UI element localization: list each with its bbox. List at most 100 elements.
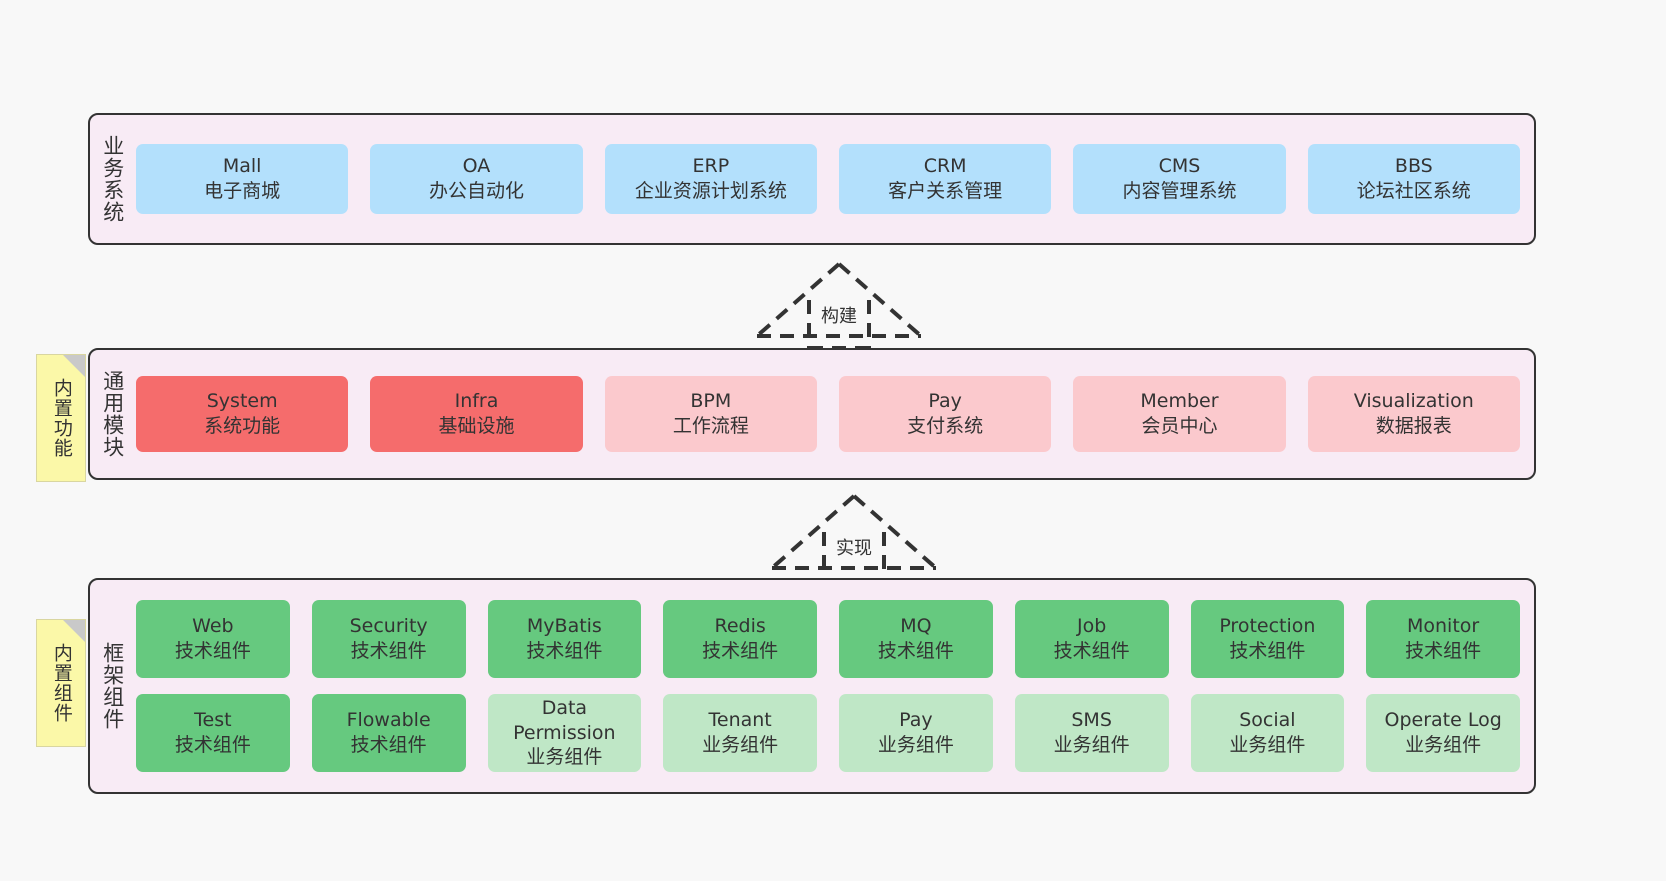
card-mybatis[interactable]: MyBatis 技术组件 (487, 600, 642, 678)
card-pay-module[interactable]: Pay 支付系统 (838, 376, 1052, 452)
card-redis-en: Redis (714, 615, 766, 638)
layer-title-modules: 通用模块 (100, 370, 125, 458)
layer-framework-components: 框架组件 Web 技术组件 Security 技术组件 MyBatis 技术组件… (88, 578, 1536, 794)
card-system[interactable]: System 系统功能 (136, 376, 349, 452)
card-cms-cn: 内容管理系统 (1122, 180, 1237, 202)
card-redis[interactable]: Redis 技术组件 (663, 600, 817, 678)
card-redis-cn: 技术组件 (702, 640, 779, 662)
note-fold-icon (63, 620, 85, 642)
layer-body-business: Mall 电子商城 OA 办公自动化 ERP 企业资源计划系统 CRM 客户关系… (134, 115, 1534, 243)
card-test[interactable]: Test 技术组件 (136, 694, 290, 772)
card-cms-en: CMS (1158, 155, 1201, 178)
card-monitor[interactable]: Monitor 技术组件 (1366, 600, 1520, 678)
card-tenant-en: Tenant (708, 709, 772, 732)
connector-build-label: 构建 (821, 306, 857, 327)
card-flowable-cn: 技术组件 (350, 734, 427, 756)
card-crm-cn: 客户关系管理 (888, 180, 1003, 202)
card-protection-en: Protection (1219, 615, 1316, 638)
layer-body-framework: Web 技术组件 Security 技术组件 MyBatis 技术组件 Redi… (134, 580, 1534, 792)
connector-build: 构建 (753, 258, 925, 350)
note-builtin-functions-label: 内置功能 (50, 378, 73, 458)
card-protection[interactable]: Protection 技术组件 (1190, 600, 1345, 678)
card-protection-cn: 技术组件 (1229, 640, 1306, 662)
card-operate-log-cn: 业务组件 (1405, 734, 1482, 756)
card-infra[interactable]: Infra 基础设施 (370, 376, 583, 452)
card-social[interactable]: Social 业务组件 (1190, 694, 1345, 772)
card-security[interactable]: Security 技术组件 (311, 600, 466, 678)
card-erp[interactable]: ERP 企业资源计划系统 (604, 144, 817, 214)
card-tenant-cn: 业务组件 (702, 734, 779, 756)
card-flowable[interactable]: Flowable 技术组件 (311, 694, 466, 772)
card-operate-log[interactable]: Operate Log 业务组件 (1366, 694, 1520, 772)
card-oa[interactable]: OA 办公自动化 (370, 144, 583, 214)
card-tenant[interactable]: Tenant 业务组件 (663, 694, 817, 772)
card-visualization-en: Visualization (1353, 390, 1474, 413)
card-social-en: Social (1239, 709, 1296, 732)
card-job[interactable]: Job 技术组件 (1014, 600, 1169, 678)
card-pay-module-cn: 支付系统 (907, 415, 984, 437)
card-bpm-cn: 工作流程 (672, 415, 749, 437)
layer-body-modules: System 系统功能 Infra 基础设施 BPM 工作流程 Pay 支付系统… (134, 350, 1534, 478)
card-sms[interactable]: SMS 业务组件 (1014, 694, 1169, 772)
connector-implement: 实现 (768, 490, 940, 582)
card-cms[interactable]: CMS 内容管理系统 (1073, 144, 1286, 214)
card-data-permission-en: Data Permission (513, 696, 616, 744)
card-pay-component-cn: 业务组件 (877, 734, 954, 756)
card-erp-cn: 企业资源计划系统 (634, 180, 787, 202)
card-bbs-en: BBS (1394, 155, 1433, 178)
card-member-cn: 会员中心 (1141, 415, 1218, 437)
card-pay-module-en: Pay (928, 390, 962, 413)
card-mall-en: Mall (222, 155, 262, 178)
connector-implement-label: 实现 (836, 538, 872, 559)
card-bbs[interactable]: BBS 论坛社区系统 (1307, 144, 1520, 214)
card-web[interactable]: Web 技术组件 (136, 600, 290, 678)
card-job-en: Job (1076, 615, 1107, 638)
card-mq-cn: 技术组件 (877, 640, 954, 662)
layer-title-framework: 框架组件 (100, 642, 125, 730)
card-member[interactable]: Member 会员中心 (1073, 376, 1286, 452)
card-infra-en: Infra (454, 390, 499, 413)
card-mybatis-en: MyBatis (526, 615, 602, 638)
card-data-permission[interactable]: Data Permission 业务组件 (487, 694, 642, 772)
card-operate-log-en: Operate Log (1384, 709, 1502, 732)
layer-business-systems: 业务系统 Mall 电子商城 OA 办公自动化 ERP 企业资源计划系统 CRM… (88, 113, 1536, 245)
card-mall[interactable]: Mall 电子商城 (136, 144, 349, 214)
modules-row: System 系统功能 Infra 基础设施 BPM 工作流程 Pay 支付系统… (136, 376, 1520, 452)
card-security-en: Security (349, 615, 428, 638)
card-monitor-en: Monitor (1407, 615, 1480, 638)
card-web-cn: 技术组件 (174, 640, 251, 662)
card-mq[interactable]: MQ 技术组件 (839, 600, 993, 678)
card-social-cn: 业务组件 (1229, 734, 1306, 756)
note-builtin-components: 内置组件 (36, 619, 86, 747)
card-erp-en: ERP (692, 155, 730, 178)
card-sms-en: SMS (1071, 709, 1112, 732)
business-row: Mall 电子商城 OA 办公自动化 ERP 企业资源计划系统 CRM 客户关系… (136, 144, 1520, 214)
card-test-cn: 技术组件 (174, 734, 251, 756)
card-infra-cn: 基础设施 (438, 415, 515, 437)
card-web-en: Web (192, 615, 234, 638)
card-member-en: Member (1140, 390, 1219, 413)
card-system-en: System (206, 390, 278, 413)
card-job-cn: 技术组件 (1053, 640, 1130, 662)
card-monitor-cn: 技术组件 (1405, 640, 1482, 662)
card-bbs-cn: 论坛社区系统 (1356, 180, 1471, 202)
card-oa-en: OA (462, 155, 491, 178)
card-test-en: Test (194, 709, 232, 732)
card-pay-component-en: Pay (899, 709, 933, 732)
framework-row-2: Test 技术组件 Flowable 技术组件 Data Permission … (136, 694, 1520, 772)
card-mybatis-cn: 技术组件 (526, 640, 603, 662)
card-flowable-en: Flowable (346, 709, 431, 732)
note-builtin-functions: 内置功能 (36, 354, 86, 482)
layer-title-business: 业务系统 (100, 135, 125, 223)
card-crm[interactable]: CRM 客户关系管理 (838, 144, 1052, 214)
card-visualization[interactable]: Visualization 数据报表 (1307, 376, 1520, 452)
note-fold-icon (63, 355, 85, 377)
card-bpm[interactable]: BPM 工作流程 (604, 376, 817, 452)
card-security-cn: 技术组件 (350, 640, 427, 662)
card-mq-en: MQ (900, 615, 932, 638)
card-bpm-en: BPM (690, 390, 732, 413)
card-pay-component[interactable]: Pay 业务组件 (839, 694, 993, 772)
card-oa-cn: 办公自动化 (428, 180, 524, 202)
layer-common-modules: 通用模块 System 系统功能 Infra 基础设施 BPM 工作流程 Pay… (88, 348, 1536, 480)
card-crm-en: CRM (923, 155, 967, 178)
